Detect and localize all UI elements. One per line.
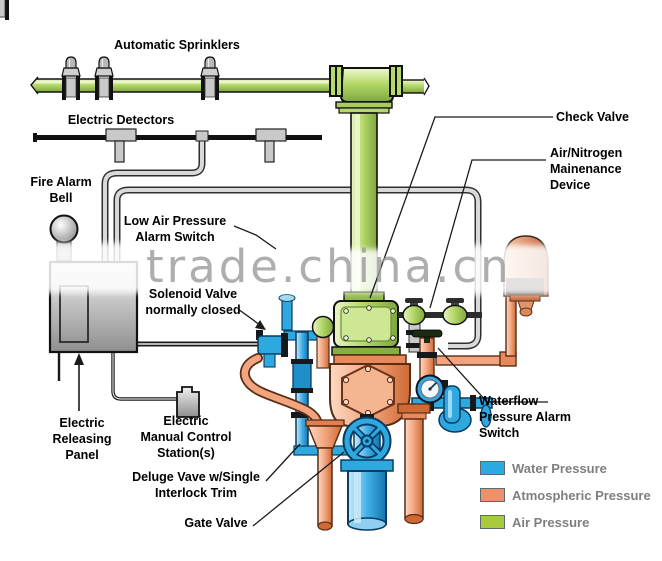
left-trim [278, 294, 335, 451]
water-pressure-swatch [480, 461, 505, 475]
label-waterflow-pressure-alarm-switch: Waterflow Pressure Alarm Switch [479, 394, 571, 440]
label-low-air-pressure-alarm-switch: Low Air Pressure Alarm Switch [123, 214, 227, 244]
label-electric-detectors: Electric Detectors [67, 113, 175, 127]
sprinkler-head-icon [200, 56, 220, 101]
solenoid-valve-icon [256, 330, 288, 368]
watermark-text: trade.china.cn [146, 240, 512, 293]
sprinkler-head-icon [94, 56, 114, 101]
legend-item-air: Air Pressure [480, 514, 651, 530]
legend-item-atmospheric: Atmospheric Pressure [480, 487, 651, 503]
low-air-leader [233, 225, 277, 250]
check-valve-leader [369, 116, 553, 299]
detector-icon [105, 128, 137, 163]
atmospheric-trim-pipe [239, 353, 323, 431]
wiring-conduit [101, 141, 482, 350]
label-electric-releasing-panel: Electric Releasing Panel [52, 416, 112, 462]
tee-fitting [329, 65, 434, 114]
panel-arrowhead-icon [74, 353, 84, 365]
label-deluge-valve: Deluge Vave w/Single Interlock Trim [132, 470, 260, 500]
label-check-valve: Check Valve [556, 110, 629, 124]
solenoid-arrow-line [237, 308, 261, 326]
leader-lines [78, 116, 553, 527]
sprinkler-head-icon [0, 0, 10, 21]
pressure-gauge-icon [415, 374, 445, 404]
label-gate-valve: Gate Valve [184, 516, 248, 530]
manual-control-station-box [176, 386, 200, 418]
alarm-trim-right [411, 329, 493, 433]
label-fire-alarm-bell: Fire Alarm Bell [30, 175, 92, 205]
label-automatic-sprinklers: Automatic Sprinklers [114, 38, 240, 52]
solenoid-arrowhead-icon [255, 320, 266, 330]
air-nitrogen-leader [429, 159, 546, 309]
deluge-leader [265, 443, 301, 482]
label-electric-manual-control-station: Electric Manual Control Station(s) [140, 414, 232, 460]
air-maintenance-trim [398, 298, 482, 353]
gate-valve [293, 414, 394, 531]
sprinkler-head-icon [61, 56, 81, 101]
detector-line [33, 128, 322, 163]
gate-valve-leader [252, 451, 345, 527]
atmospheric-pressure-swatch [480, 488, 505, 502]
electric-wires [57, 341, 260, 401]
waterflow-leader [437, 347, 548, 403]
label-solenoid-valve: Solenoid Valve normally closed [145, 287, 241, 317]
legend-item-water: Water Pressure [480, 460, 651, 476]
deluge-valve-body [329, 354, 411, 427]
label-air-nitrogen-maintenance-device: Air/Nitrogen Mainenance Device [550, 146, 623, 192]
drain-pipe [305, 419, 345, 531]
legend-label: Water Pressure [512, 460, 607, 476]
legend: Water Pressure Atmospheric Pressure Air … [480, 461, 651, 542]
legend-label: Atmospheric Pressure [512, 487, 651, 503]
standpipe [397, 403, 431, 525]
detector-icon [255, 128, 287, 163]
watermark-blocks [36, 243, 560, 295]
check-valve-body [331, 300, 401, 356]
air-pressure-swatch [480, 515, 505, 529]
water-supply-pipe [347, 470, 387, 531]
legend-label: Air Pressure [512, 514, 590, 530]
